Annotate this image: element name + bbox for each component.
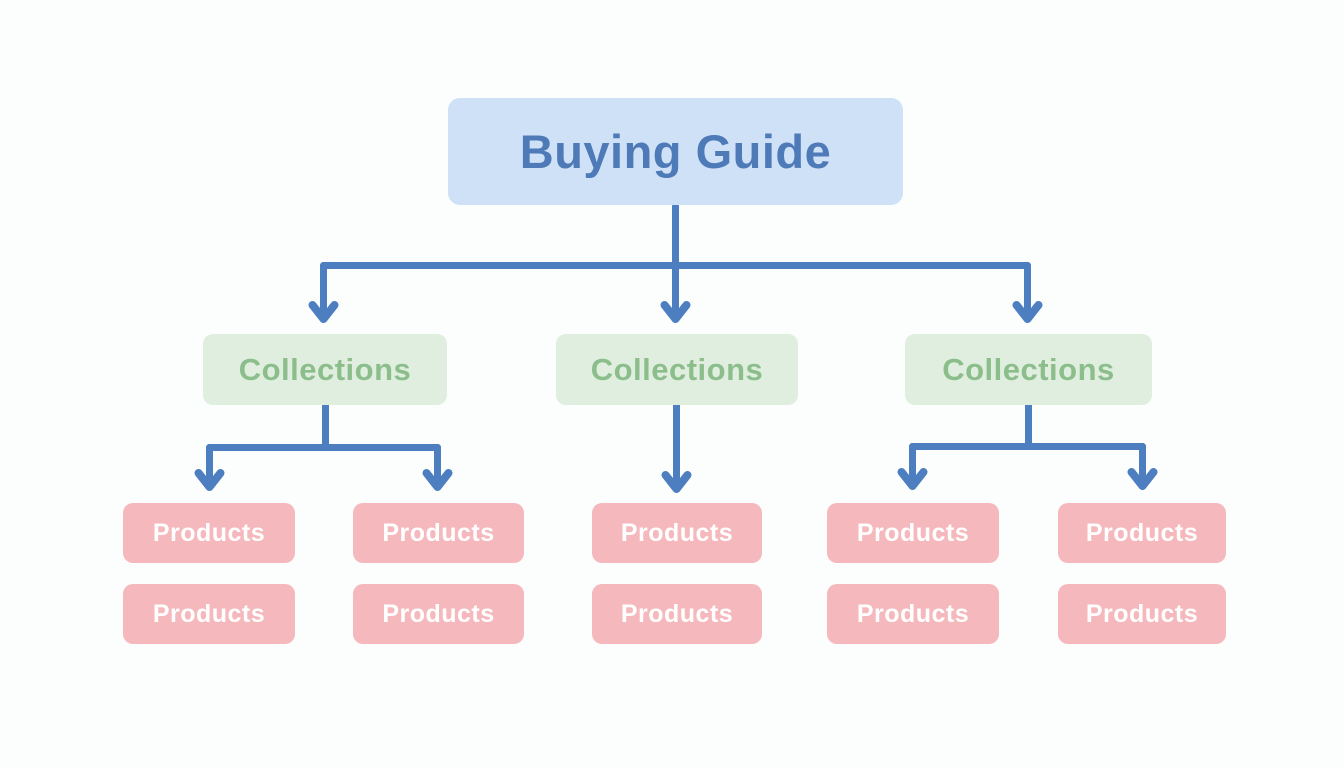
node-products-10: Products: [1058, 584, 1226, 644]
arrowhead-collections-3: [1012, 301, 1043, 323]
arrowhead-products-col5: [1127, 468, 1158, 490]
node-products-7: Products: [353, 584, 524, 644]
arrowhead-products-col4: [897, 468, 928, 490]
node-products-9: Products: [827, 584, 999, 644]
arrowhead-products-col3: [661, 471, 692, 493]
node-products-6: Products: [123, 584, 295, 644]
node-collections-3: Collections: [905, 334, 1152, 405]
arrowhead-products-col1: [194, 469, 225, 491]
node-products-5: Products: [1058, 503, 1226, 563]
node-buying-guide: Buying Guide: [448, 98, 903, 205]
node-products-4: Products: [827, 503, 999, 563]
node-products-8: Products: [592, 584, 762, 644]
arrowhead-collections-1: [308, 301, 339, 323]
arrowhead-collections-2: [660, 301, 691, 323]
node-products-1: Products: [123, 503, 295, 563]
node-products-3: Products: [592, 503, 762, 563]
node-collections-1: Collections: [203, 334, 447, 405]
node-products-2: Products: [353, 503, 524, 563]
arrowhead-products-col2: [422, 469, 453, 491]
node-collections-2: Collections: [556, 334, 798, 405]
